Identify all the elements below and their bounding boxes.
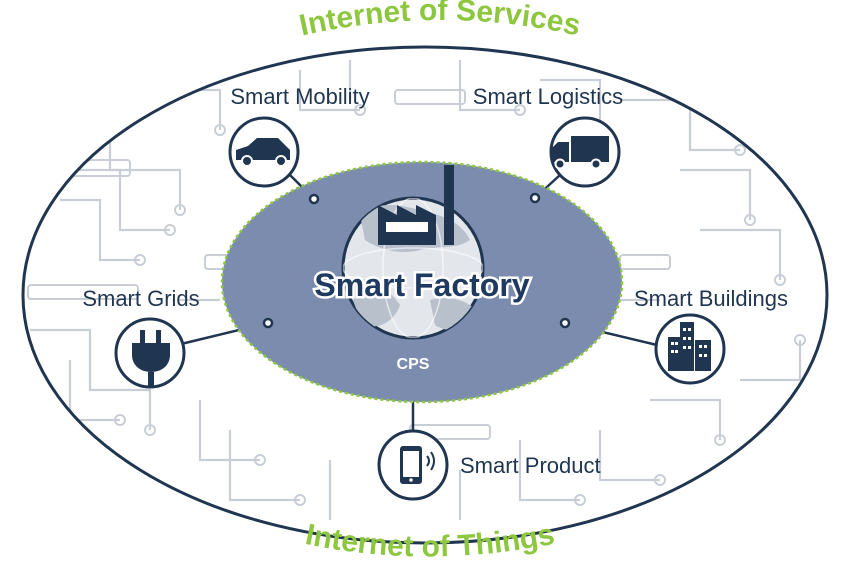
node-smart-grids: Smart Grids — [82, 286, 200, 389]
truck-icon — [552, 136, 609, 170]
power-plug-icon — [132, 330, 170, 386]
chip-rows — [27, 89, 671, 440]
car-icon — [236, 138, 290, 167]
connector-dots — [262, 192, 571, 329]
cps-label: CPS — [397, 356, 430, 373]
factory-icon — [378, 165, 454, 245]
node-smart-logistics: Smart Logistics — [473, 84, 623, 188]
smart-factory-label: Smart Factory — [314, 267, 529, 303]
smart-grids-label: Smart Grids — [82, 286, 199, 311]
internet-of-things-label: Internet of Things — [303, 518, 557, 564]
buildings-icon — [668, 322, 711, 371]
smart-logistics-label: Smart Logistics — [473, 84, 623, 109]
circuit-pads — [114, 104, 806, 506]
node-smart-buildings: Smart Buildings — [634, 286, 788, 385]
node-smart-product: Smart Product — [377, 429, 601, 501]
node-smart-mobility: Smart Mobility — [228, 84, 370, 188]
smart-mobility-label: Smart Mobility — [230, 84, 369, 109]
outer-ellipse — [21, 45, 829, 545]
smartphone-icon — [400, 446, 435, 484]
smart-product-label: Smart Product — [460, 453, 601, 478]
smart-buildings-label: Smart Buildings — [634, 286, 788, 311]
internet-of-services-label: Internet of Services — [296, 0, 583, 42]
